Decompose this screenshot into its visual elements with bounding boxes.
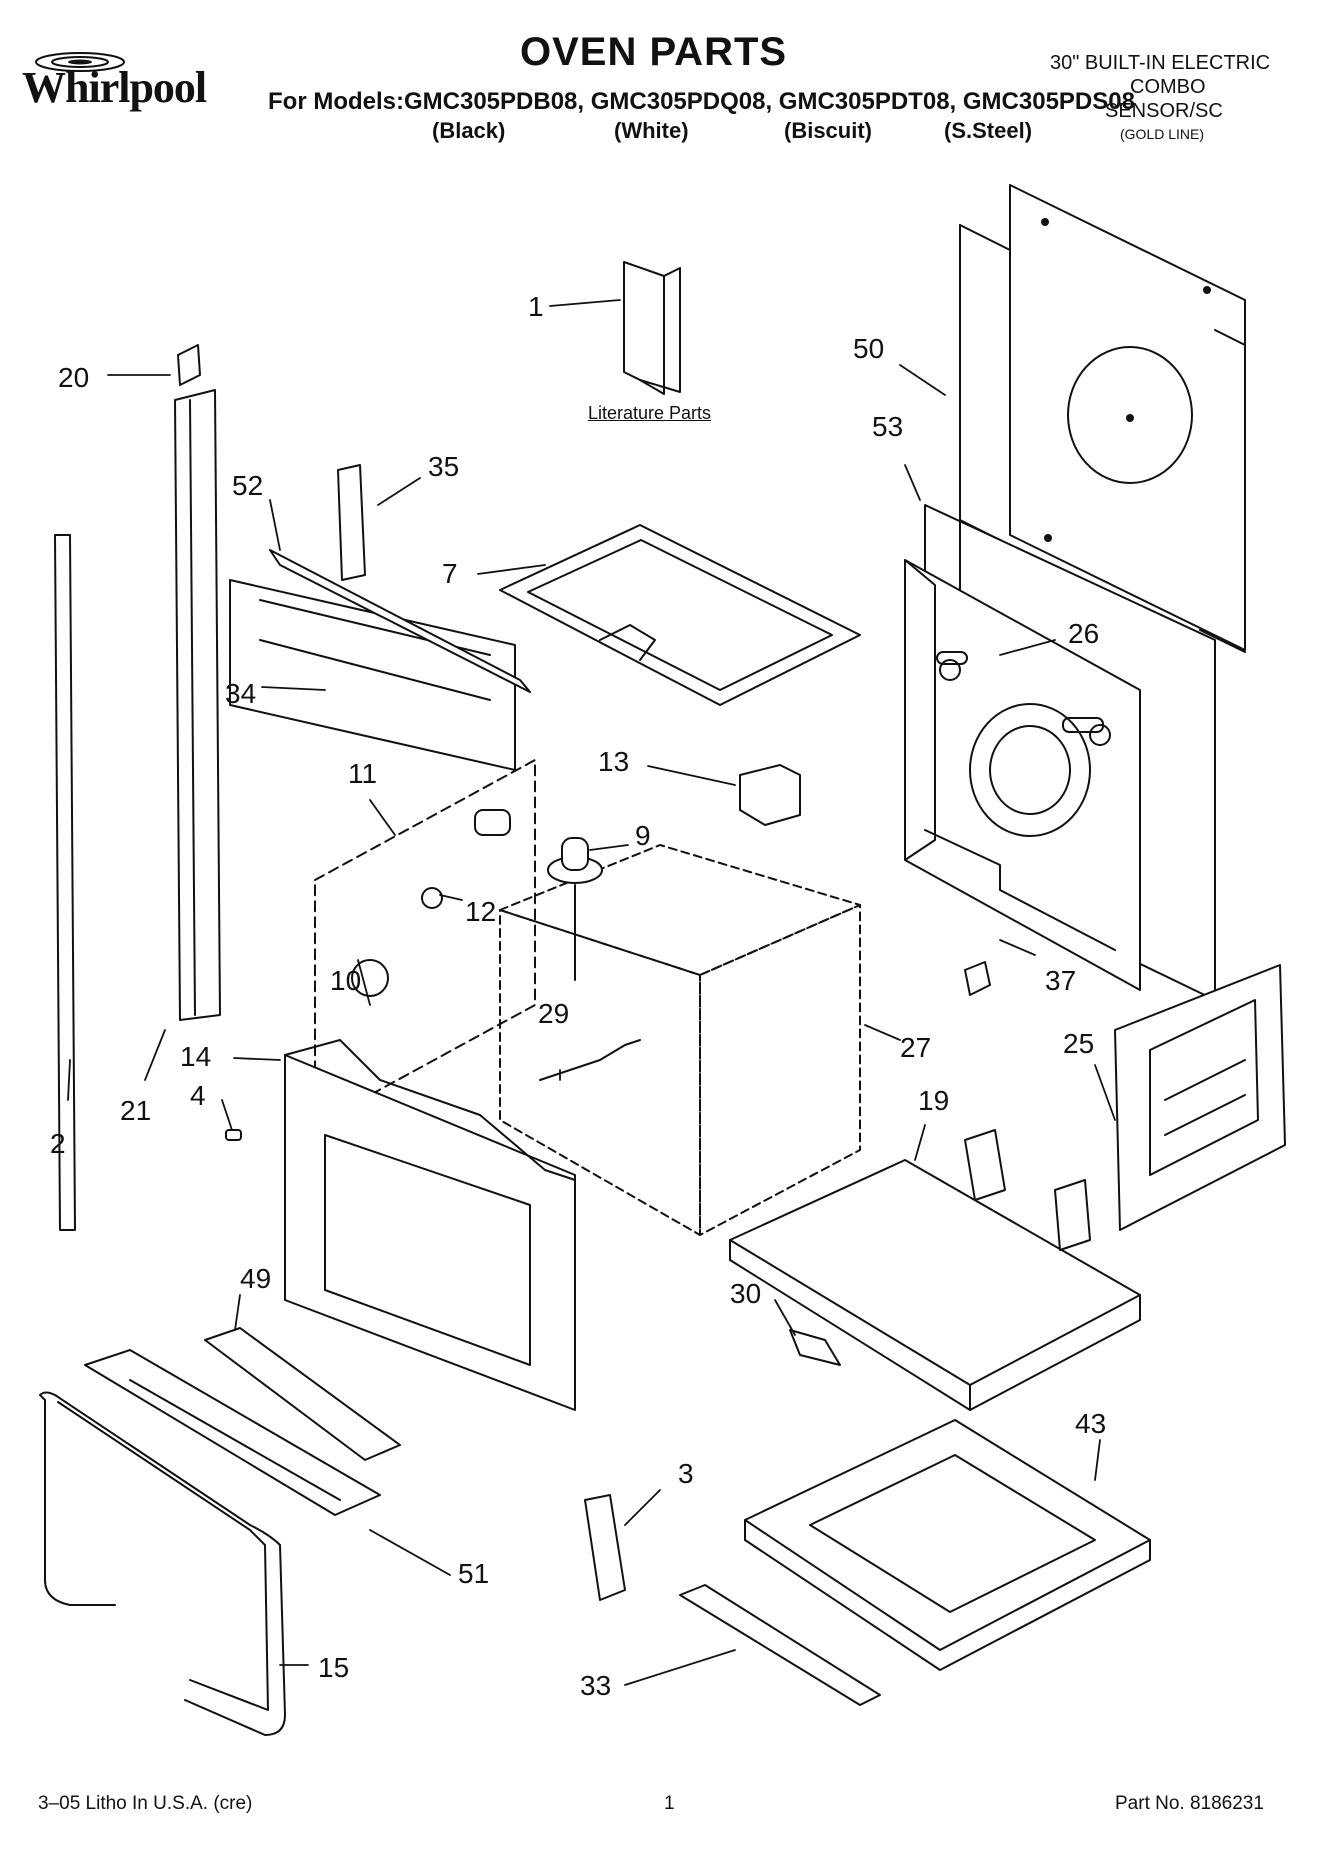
callout-2: 2	[50, 1128, 66, 1159]
part-bottom-plate	[729, 1129, 1141, 1411]
callout-52: 52	[232, 470, 264, 501]
callout-3: 3	[678, 1458, 694, 1489]
part-trim-49	[204, 1327, 401, 1461]
callout-1: 1	[528, 291, 544, 322]
part-bracket-13	[739, 764, 801, 826]
part-bracket-3	[584, 1494, 626, 1601]
callout-9: 9	[635, 820, 651, 851]
part-cap-20	[177, 344, 201, 386]
part-trim-2	[54, 534, 76, 1231]
footer-litho: 3–05 Litho In U.S.A. (cre)	[38, 1793, 253, 1814]
part-trim-21	[174, 389, 221, 1021]
color-stainless: (S.Steel)	[944, 118, 1033, 143]
callout-11: 11	[348, 758, 378, 789]
part-side-panel	[1114, 964, 1286, 1231]
spec-line-2: COMBO	[1130, 76, 1206, 98]
callout-7: 7	[442, 558, 458, 589]
part-vent-51	[84, 1349, 381, 1516]
brand-logo-text: Whirlpool	[22, 63, 207, 112]
color-biscuit: (Biscuit)	[784, 118, 872, 143]
part-front-frame	[284, 1039, 576, 1411]
page-title: OVEN PARTS	[520, 30, 788, 74]
callout-19: 19	[918, 1085, 950, 1116]
literature-parts-label: Literature Parts	[588, 403, 712, 423]
footer-page-number: 1	[664, 1793, 675, 1814]
part-rear-panel	[959, 184, 1246, 653]
callout-50: 50	[853, 333, 885, 364]
callout-29: 29	[538, 998, 570, 1029]
callout-12: 12	[465, 896, 497, 927]
part-element-9	[547, 837, 603, 981]
callout-49: 49	[240, 1263, 272, 1294]
part-clip-30	[789, 1329, 841, 1366]
color-white: (White)	[614, 118, 689, 143]
callout-25: 25	[1063, 1028, 1095, 1059]
color-black: (Black)	[432, 118, 506, 143]
callout-4: 4	[190, 1080, 206, 1111]
part-screw-4	[225, 1129, 242, 1141]
spec-line-3: SENSOR/SC	[1105, 100, 1223, 122]
callout-21: 21	[120, 1095, 152, 1126]
callout-10: 10	[330, 965, 362, 996]
part-vent-52	[269, 549, 531, 693]
callout-27: 27	[900, 1032, 932, 1063]
part-group-11	[314, 759, 536, 1126]
spec-note: (GOLD LINE)	[1120, 126, 1205, 142]
callout-35: 35	[428, 451, 460, 482]
callout-51: 51	[458, 1558, 490, 1589]
part-literature-booklet	[623, 261, 681, 395]
callout-26: 26	[1068, 618, 1100, 649]
callout-43: 43	[1075, 1408, 1107, 1439]
models-line: For Models:GMC305PDB08, GMC305PDQ08, GMC…	[268, 88, 1135, 115]
part-vent-35	[337, 464, 366, 581]
spec-line-1: 30" BUILT-IN ELECTRIC	[1050, 52, 1271, 74]
callout-30: 30	[730, 1278, 762, 1309]
callout-37: 37	[1045, 965, 1077, 996]
part-door-gasket-7	[499, 524, 861, 706]
footer-part-number: Part No. 8186231	[1115, 1793, 1264, 1814]
part-oven-cavity	[499, 844, 861, 1236]
leader-lines	[67, 299, 1116, 1686]
part-sensor	[964, 961, 991, 996]
part-tray-43	[744, 1419, 1151, 1671]
whirlpool-logo	[35, 52, 125, 72]
part-probe-29	[539, 1039, 641, 1081]
callout-15: 15	[318, 1652, 350, 1683]
callout-14: 14	[180, 1041, 212, 1072]
part-rail-33	[679, 1584, 881, 1706]
callout-53: 53	[872, 411, 904, 442]
callout-20: 20	[58, 362, 90, 393]
part-convection-panel	[904, 559, 1141, 991]
callout-34: 34	[225, 678, 257, 709]
part-seal-15	[39, 1391, 286, 1736]
callout-33: 33	[580, 1670, 612, 1701]
callout-13: 13	[598, 746, 630, 777]
